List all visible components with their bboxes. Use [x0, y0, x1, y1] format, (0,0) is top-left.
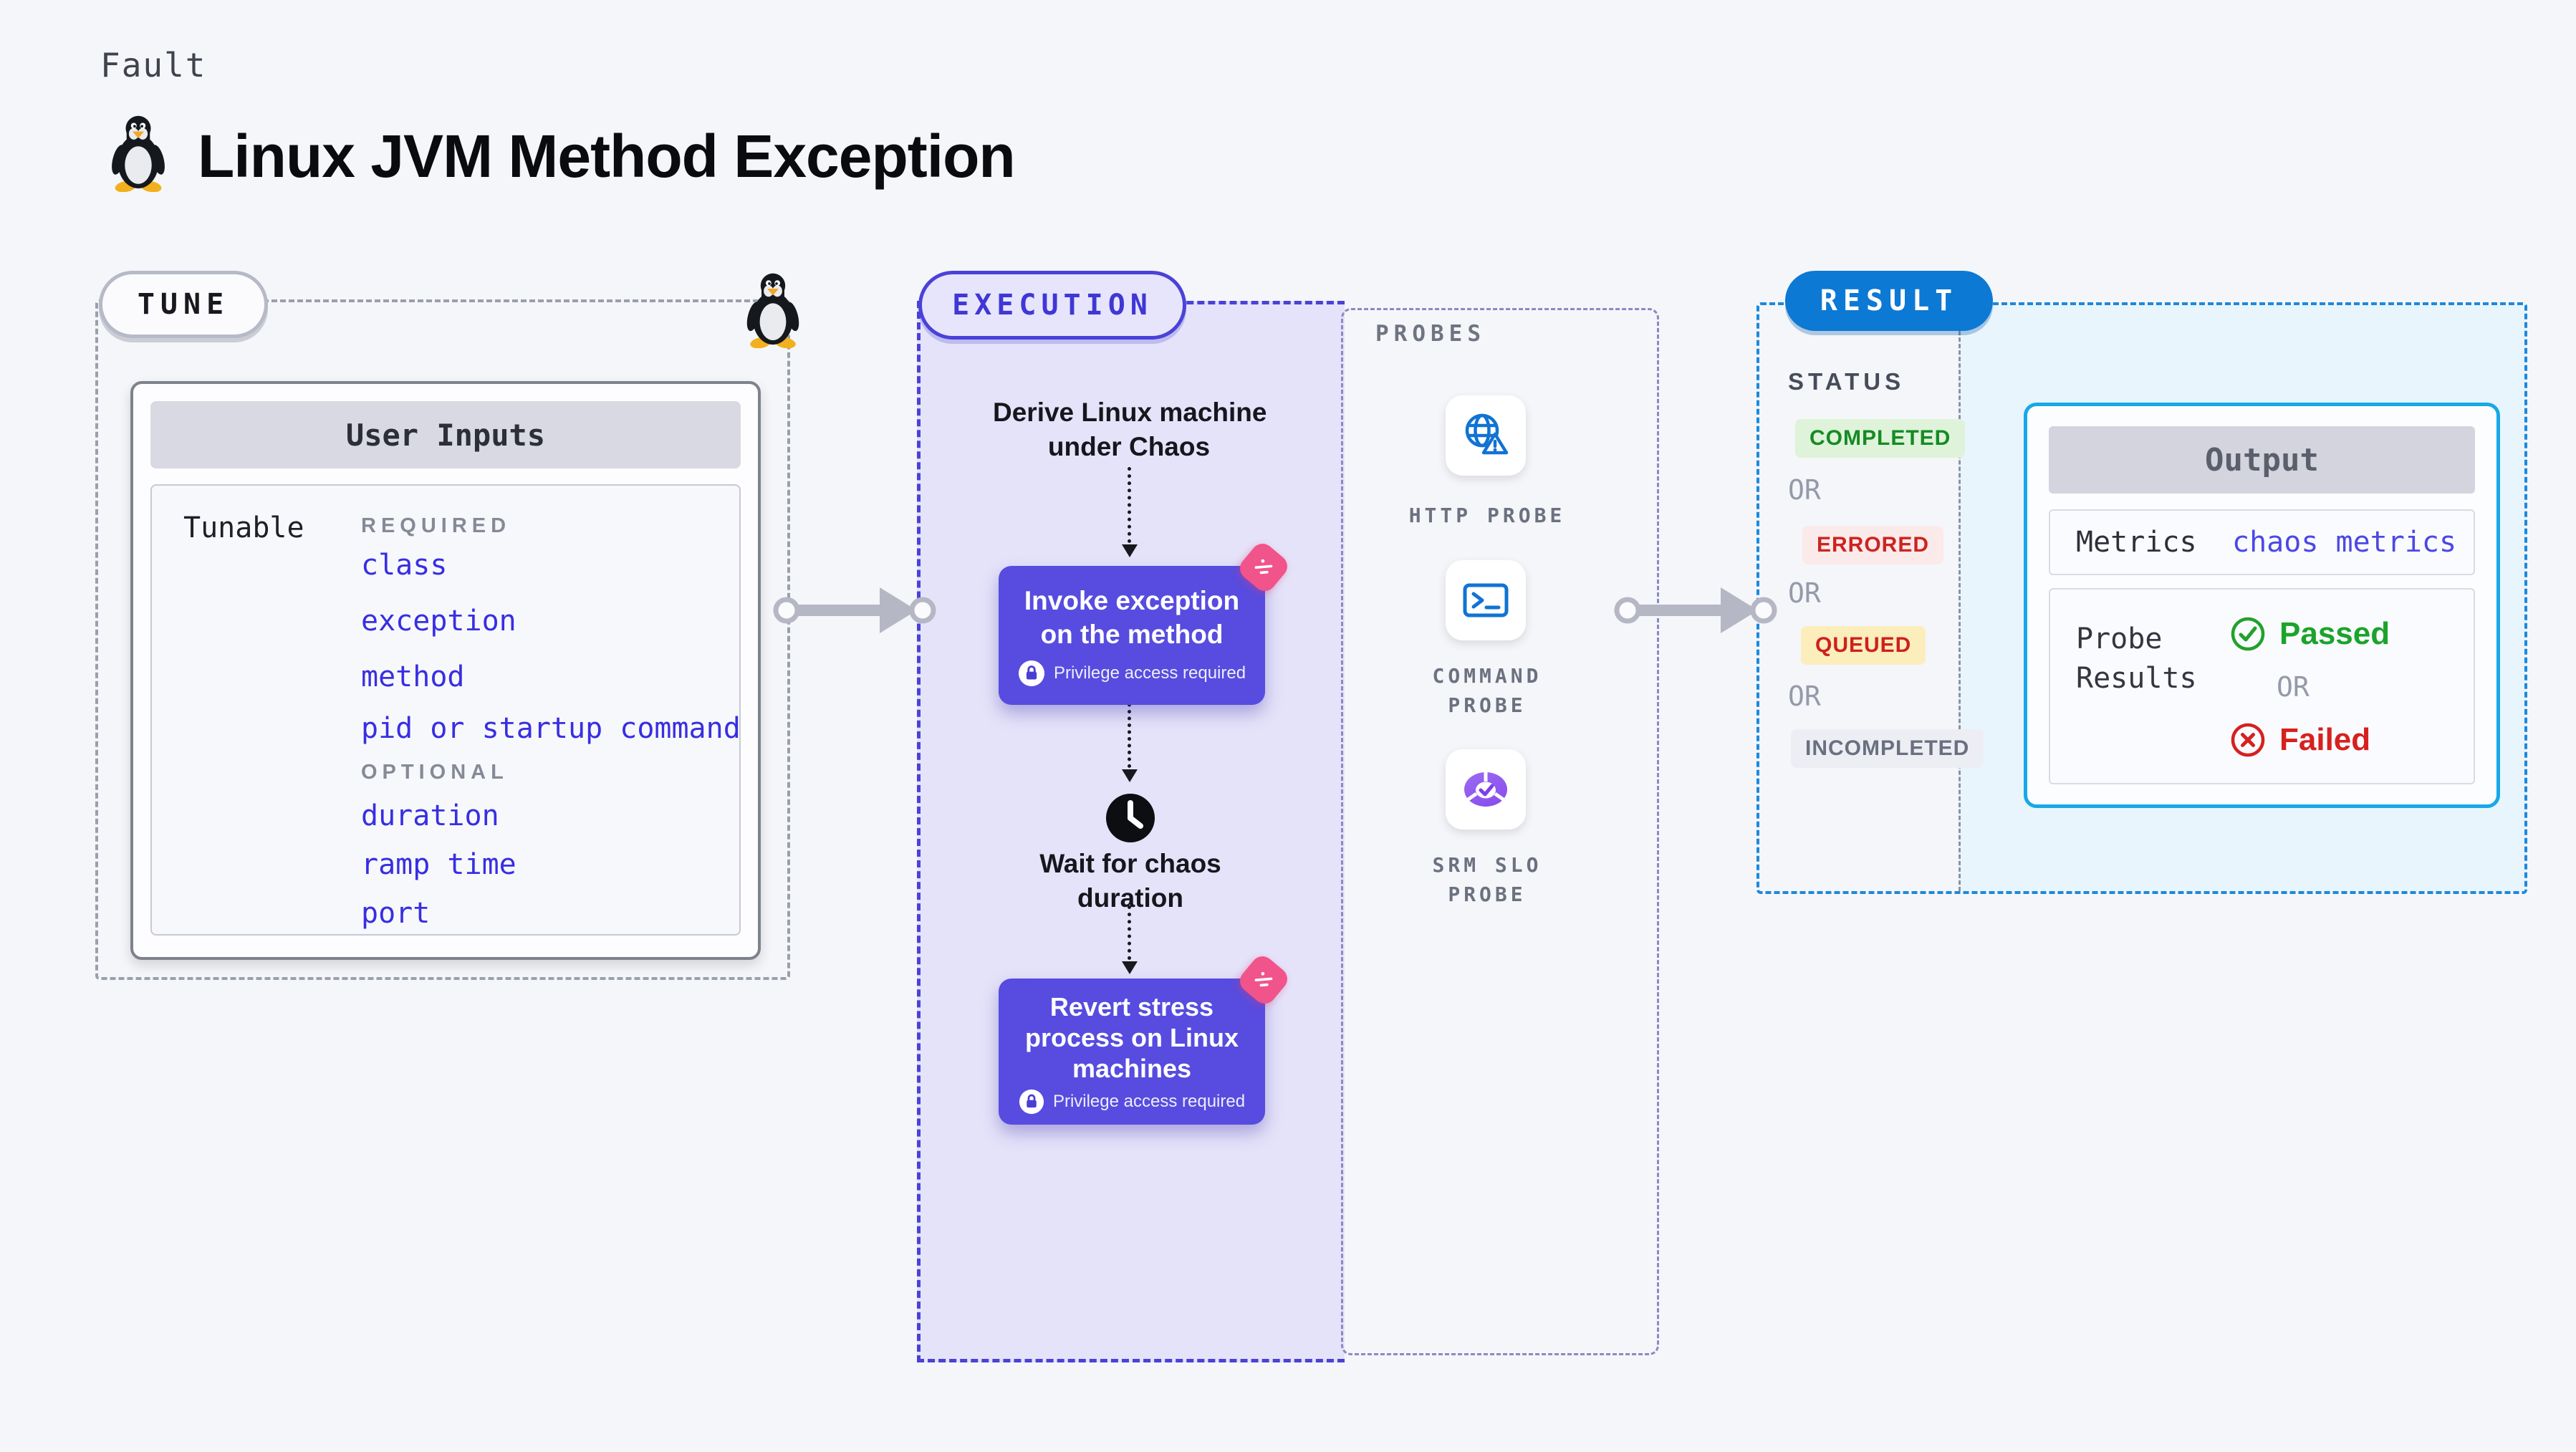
derive-step-label: Derive Linux machine under Chaos [993, 398, 1267, 462]
user-inputs-panel: User Inputs Tunable REQUIRED class excep… [130, 381, 761, 960]
check-circle-icon [2229, 615, 2267, 653]
probe-verdicts: Passed OR Failed [2229, 615, 2390, 759]
flow-arrowhead-icon [1122, 769, 1138, 782]
lock-icon [1019, 1089, 1044, 1115]
verdict-failed: Failed [2229, 721, 2390, 759]
invoke-exception-node: Invoke exception on the method Privilege… [999, 539, 1292, 705]
required-label: REQUIRED [361, 514, 511, 537]
tunable-list: Tunable REQUIRED class exception method … [150, 484, 741, 936]
execution-badge: EXECUTION [918, 271, 1186, 340]
tunable-item-pid: pid or startup command [361, 712, 741, 745]
revert-stress-node: Revert stress process on Linux machines … [999, 951, 1292, 1125]
or-label: OR [1788, 681, 1821, 712]
terminal-icon [1458, 573, 1513, 628]
tune-to-execution-arrow-icon [772, 580, 937, 640]
privilege-note: Privilege access required [999, 1089, 1265, 1115]
probe-card-command [1446, 560, 1526, 640]
probe-card-http [1446, 395, 1526, 476]
or-label: OR [1788, 474, 1821, 506]
tunable-item-duration: duration [361, 799, 499, 832]
tunable-item-method: method [361, 660, 465, 693]
flow-arrowhead-icon [1122, 544, 1138, 557]
tune-badge: TUNE [99, 271, 268, 338]
privilege-note: Privilege access required [999, 660, 1265, 687]
status-badge-errored: ERRORED [1802, 526, 1944, 564]
http-probe-label: HTTP PROBE [1408, 504, 1566, 527]
optional-label: OPTIONAL [361, 761, 509, 784]
wait-clock-icon [1105, 792, 1156, 844]
tunable-item-class: class [361, 549, 448, 582]
result-badge: RESULT [1785, 271, 1993, 331]
status-badge-queued: QUEUED [1801, 626, 1926, 665]
probes-panel [1341, 308, 1659, 1355]
metrics-row: Metrics chaos metrics [2049, 509, 2475, 575]
lock-icon [1018, 660, 1045, 687]
slo-gauge-icon [1458, 762, 1513, 817]
srm-slo-probe-label: SRM SLO PROBE [1432, 853, 1542, 906]
user-inputs-title: User Inputs [150, 401, 741, 468]
flow-connector-line [1128, 467, 1131, 543]
tunable-row-label: Tunable [183, 511, 304, 544]
probe-results-row: Probe Results Passed OR Failed [2049, 588, 2475, 784]
tunable-item-port: port [361, 897, 431, 930]
status-badge-completed: COMPLETED [1795, 419, 1966, 458]
flow-arrowhead-icon [1122, 961, 1138, 974]
revert-stress-label: Revert stress process on Linux machines [1024, 992, 1239, 1084]
flow-connector-line [1128, 696, 1131, 768]
metrics-value: chaos metrics [2232, 526, 2457, 559]
verdict-passed: Passed [2229, 615, 2390, 653]
output-panel: Output Metrics chaos metrics Probe Resul… [2024, 403, 2500, 808]
x-circle-icon [2229, 721, 2267, 759]
tux-penguin-corner-icon [741, 271, 804, 348]
fault-eyebrow: Fault [100, 46, 207, 85]
probe-card-srm-slo [1446, 749, 1526, 830]
or-label: OR [2277, 671, 2310, 703]
probe-results-label: Probe Results [2076, 622, 2197, 696]
tune-section [95, 299, 790, 980]
flow-connector-line [1128, 905, 1131, 960]
status-badge-incompleted: INCOMPLETED [1791, 729, 1984, 768]
tux-penguin-icon [106, 113, 170, 192]
tunable-item-ramp-time: ramp time [361, 848, 516, 881]
metrics-label: Metrics [2076, 526, 2197, 559]
probes-label: PROBES [1375, 321, 1486, 347]
command-probe-label: COMMAND PROBE [1432, 664, 1542, 717]
page-title: Linux JVM Method Exception [198, 122, 1016, 190]
or-label: OR [1788, 577, 1821, 609]
invoke-exception-label: Invoke exception on the method [1024, 586, 1240, 649]
execution-to-result-arrow-icon [1613, 580, 1778, 640]
tunable-item-exception: exception [361, 605, 516, 638]
globe-alert-icon [1458, 408, 1513, 463]
status-heading: STATUS [1788, 368, 1905, 395]
output-title: Output [2049, 426, 2475, 494]
